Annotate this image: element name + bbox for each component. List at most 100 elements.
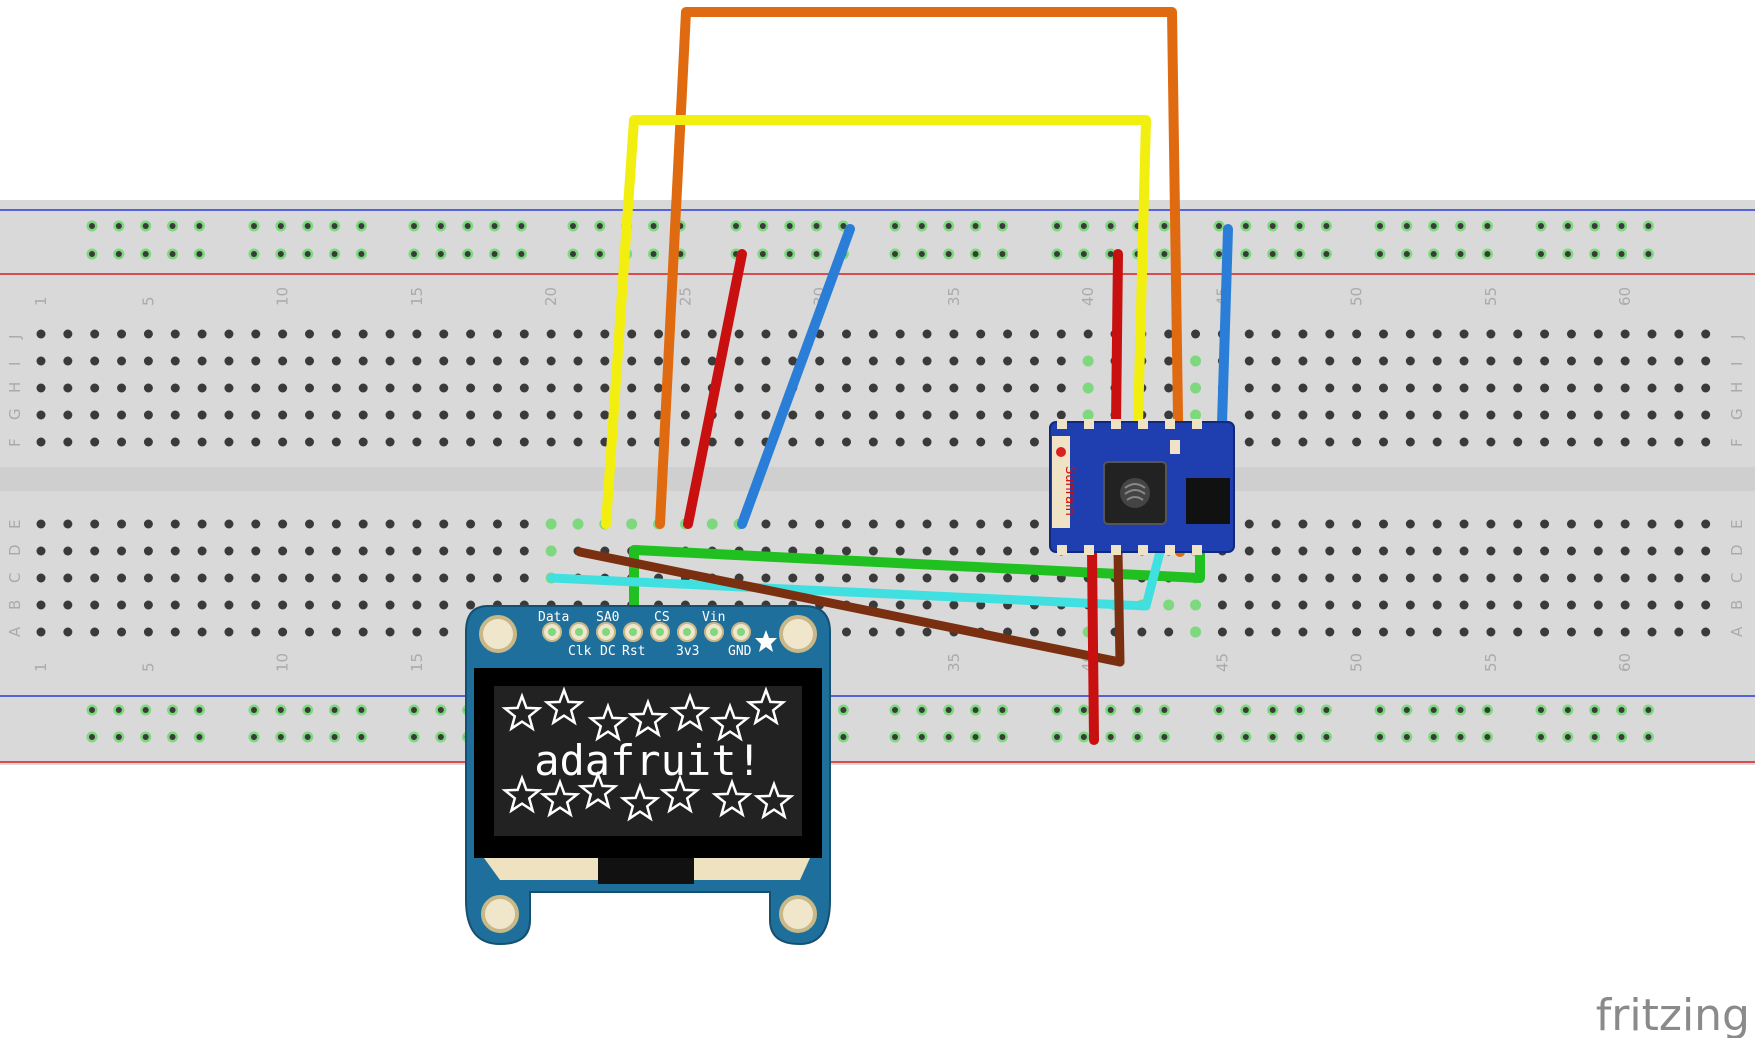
breadboard-hole[interactable]: [143, 410, 153, 420]
breadboard-hole[interactable]: [385, 356, 395, 366]
breadboard-hole[interactable]: [1566, 546, 1576, 556]
breadboard-hole[interactable]: [385, 410, 395, 420]
breadboard-hole[interactable]: [1486, 329, 1496, 339]
breadboard-hole[interactable]: [358, 573, 368, 583]
breadboard-hole[interactable]: [1325, 356, 1335, 366]
breadboard-hole[interactable]: [922, 573, 932, 583]
breadboard-hole[interactable]: [842, 410, 851, 420]
breadboard-hole[interactable]: [922, 600, 932, 610]
breadboard-hole[interactable]: [1459, 627, 1469, 637]
breadboard-hole[interactable]: [63, 356, 73, 366]
breadboard-hole[interactable]: [949, 546, 959, 556]
breadboard-hole[interactable]: [976, 329, 986, 339]
breadboard-hole[interactable]: [358, 329, 368, 339]
esp-pin[interactable]: [1192, 419, 1202, 429]
breadboard-hole[interactable]: [1459, 573, 1469, 583]
breadboard-hole[interactable]: [1459, 356, 1469, 366]
breadboard-hole[interactable]: [1701, 356, 1711, 366]
breadboard-hole[interactable]: [224, 383, 234, 393]
breadboard-hole[interactable]: [63, 437, 73, 447]
breadboard-hole[interactable]: [385, 546, 395, 556]
esp-pin[interactable]: [1057, 419, 1067, 429]
breadboard-hole[interactable]: [331, 356, 341, 366]
breadboard-hole[interactable]: [197, 437, 207, 447]
breadboard-hole[interactable]: [1352, 600, 1362, 610]
breadboard-hole[interactable]: [868, 627, 878, 637]
esp-pin[interactable]: [1057, 545, 1067, 555]
breadboard-hole[interactable]: [519, 437, 529, 447]
breadboard-hole[interactable]: [1620, 437, 1630, 447]
breadboard-hole[interactable]: [1298, 410, 1308, 420]
breadboard-hole[interactable]: [707, 437, 717, 447]
breadboard-hole[interactable]: [358, 437, 368, 447]
breadboard-hole[interactable]: [90, 383, 100, 393]
breadboard-hole[interactable]: [170, 410, 180, 420]
breadboard-hole[interactable]: [63, 519, 73, 529]
breadboard-hole[interactable]: [143, 356, 153, 366]
breadboard-hole[interactable]: [412, 437, 422, 447]
breadboard-hole[interactable]: [1540, 627, 1550, 637]
breadboard-hole[interactable]: [358, 600, 368, 610]
breadboard-hole[interactable]: [1003, 410, 1013, 420]
breadboard-hole[interactable]: [1486, 356, 1496, 366]
breadboard-hole[interactable]: [170, 329, 180, 339]
breadboard-hole[interactable]: [976, 546, 986, 556]
breadboard-hole[interactable]: [412, 519, 422, 529]
breadboard-hole[interactable]: [1593, 546, 1603, 556]
breadboard-hole[interactable]: [278, 627, 288, 637]
breadboard-hole[interactable]: [224, 600, 234, 610]
breadboard-hole[interactable]: [305, 573, 314, 583]
breadboard-hole[interactable]: [1566, 410, 1576, 420]
breadboard-hole[interactable]: [1271, 519, 1281, 529]
breadboard-hole[interactable]: [278, 410, 288, 420]
breadboard-hole[interactable]: [63, 573, 73, 583]
breadboard-hole[interactable]: [197, 410, 207, 420]
breadboard-hole[interactable]: [1190, 355, 1202, 367]
breadboard-hole[interactable]: [1593, 329, 1603, 339]
breadboard-hole[interactable]: [1352, 356, 1362, 366]
breadboard-hole[interactable]: [1701, 546, 1711, 556]
breadboard-hole[interactable]: [1217, 573, 1227, 583]
breadboard-hole[interactable]: [1029, 437, 1039, 447]
breadboard-hole[interactable]: [1029, 410, 1039, 420]
breadboard-hole[interactable]: [1486, 627, 1496, 637]
breadboard-hole[interactable]: [1620, 546, 1630, 556]
breadboard-hole[interactable]: [546, 383, 556, 393]
breadboard-hole[interactable]: [36, 410, 46, 420]
breadboard-hole[interactable]: [170, 383, 180, 393]
breadboard-hole[interactable]: [788, 356, 798, 366]
breadboard-hole[interactable]: [1244, 600, 1254, 610]
breadboard-hole[interactable]: [1082, 382, 1094, 394]
breadboard-hole[interactable]: [1325, 437, 1335, 447]
breadboard-hole[interactable]: [1325, 383, 1335, 393]
breadboard-hole[interactable]: [1540, 329, 1550, 339]
breadboard-hole[interactable]: [868, 573, 878, 583]
breadboard-hole[interactable]: [1163, 599, 1175, 611]
breadboard-hole[interactable]: [949, 519, 959, 529]
breadboard-hole[interactable]: [1325, 546, 1335, 556]
breadboard-hole[interactable]: [1459, 519, 1469, 529]
breadboard-hole[interactable]: [1566, 329, 1576, 339]
breadboard-hole[interactable]: [1244, 437, 1254, 447]
breadboard-hole[interactable]: [573, 410, 583, 420]
breadboard-hole[interactable]: [1298, 329, 1308, 339]
esp-pin[interactable]: [1192, 545, 1202, 555]
breadboard-hole[interactable]: [842, 437, 851, 447]
breadboard-hole[interactable]: [1674, 410, 1684, 420]
breadboard-hole[interactable]: [1486, 519, 1496, 529]
breadboard-hole[interactable]: [251, 600, 261, 610]
breadboard-hole[interactable]: [1405, 356, 1415, 366]
breadboard-hole[interactable]: [331, 383, 341, 393]
breadboard-hole[interactable]: [654, 329, 664, 339]
breadboard-hole[interactable]: [1593, 519, 1603, 529]
breadboard-hole[interactable]: [1647, 329, 1657, 339]
breadboard-hole[interactable]: [1352, 329, 1362, 339]
breadboard-hole[interactable]: [305, 356, 314, 366]
breadboard-hole[interactable]: [815, 573, 825, 583]
breadboard-hole[interactable]: [36, 437, 46, 447]
breadboard-hole[interactable]: [1432, 437, 1442, 447]
breadboard-hole[interactable]: [143, 437, 153, 447]
breadboard-hole[interactable]: [1056, 410, 1066, 420]
breadboard-hole[interactable]: [1325, 519, 1335, 529]
breadboard-hole[interactable]: [385, 437, 395, 447]
